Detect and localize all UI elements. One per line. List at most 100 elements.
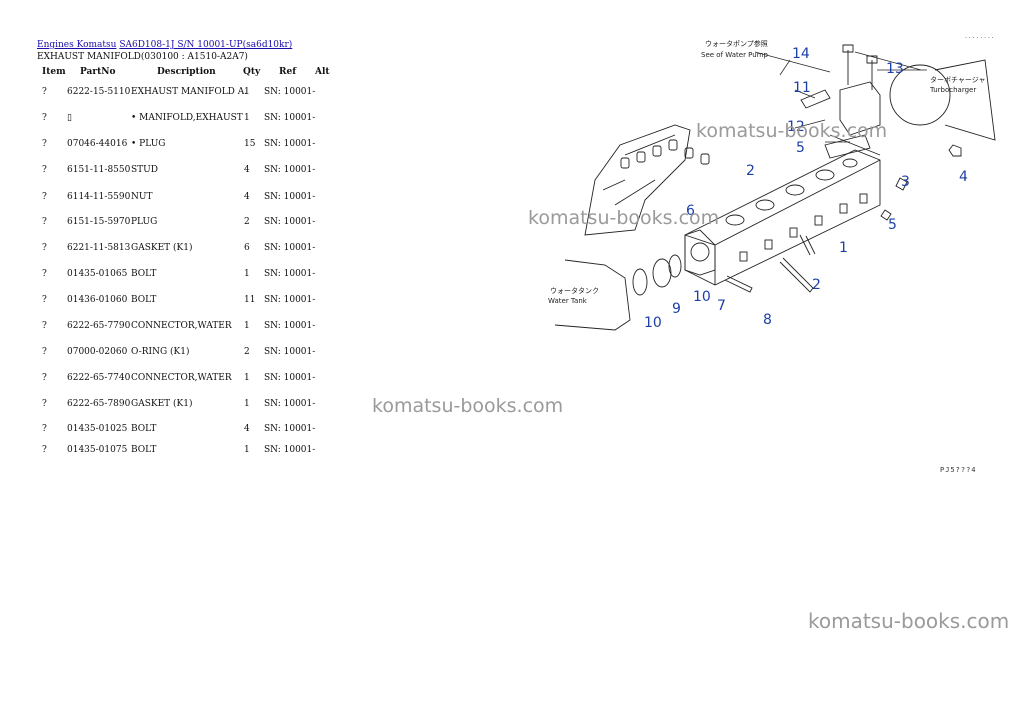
cell-ref: SN: 10001-	[264, 217, 316, 227]
water-pump-note-jp: ウォータポンプ参照	[705, 39, 768, 48]
callout-labels: 14 13 11 12 5 2 4 3 6 5 1 2 10 9 7 10 8	[644, 46, 968, 331]
diagram-code: PJ5???4	[940, 466, 977, 474]
turbo-mount-plate	[839, 81, 881, 136]
cell-description: • PLUG	[131, 139, 166, 149]
cell-partno: 6222-65-7740	[67, 373, 131, 383]
cell-qty: 4	[244, 424, 250, 434]
table-row: ? 01435-01075 BOLT 1 SN: 10001-	[0, 445, 360, 459]
cell-partno: 6114-11-5590	[67, 192, 131, 202]
manifold-ports	[725, 158, 858, 226]
plug-11	[800, 89, 831, 109]
cell-item: ?	[42, 321, 47, 331]
diagram-corner-marks: · · · · · · · ·	[965, 35, 994, 42]
table-row: ? 01435-01065 BOLT 1 SN: 10001-	[0, 269, 360, 283]
callout-label: 1	[839, 240, 848, 256]
cell-item: ?	[42, 347, 47, 357]
bolt	[799, 234, 816, 256]
callout-label: 10	[693, 289, 711, 305]
cell-ref: SN: 10001-	[264, 373, 316, 383]
engine-block-outline	[584, 124, 691, 236]
cell-partno: 6222-15-5110	[67, 87, 131, 97]
water-tank-note: Water Tank	[548, 297, 588, 305]
connector-water	[652, 258, 672, 288]
table-row: ? 07000-02060 O-RING (K1) 2 SN: 10001-	[0, 347, 360, 361]
watermark: komatsu-books.com	[808, 609, 1010, 633]
breadcrumb-link-engines[interactable]: Engines Komatsu	[37, 40, 117, 50]
callout-label: 2	[746, 163, 755, 179]
cell-qty: 4	[244, 165, 250, 175]
cell-ref: SN: 10001-	[264, 113, 316, 123]
callout-label: 11	[793, 80, 811, 96]
cell-partno: 07000-02060	[67, 347, 128, 357]
cell-item: ?	[42, 217, 47, 227]
cell-item: ?	[42, 139, 47, 149]
cell-ref: SN: 10001-	[264, 445, 316, 455]
callout-label: 4	[959, 169, 968, 185]
turbocharger	[889, 64, 951, 126]
plug-right	[880, 209, 892, 221]
table-row: ? ▯ • MANIFOLD,EXHAUST 1 SN: 10001-	[0, 113, 360, 127]
cell-qty: 1	[244, 269, 250, 279]
cell-qty: 15	[244, 139, 256, 149]
callout-label: 13	[886, 61, 904, 77]
parts-diagram: 14 13 11 12 5 2 4 3 6 5 1 2 10 9 7 10 8 …	[548, 35, 996, 331]
water-tank-note-jp: ウォータタンク	[550, 286, 599, 295]
cell-ref: SN: 10001-	[264, 399, 316, 409]
header-partno: PartNo	[80, 67, 116, 77]
header-alt: Alt	[315, 67, 330, 77]
cell-item: ?	[42, 87, 47, 97]
table-row: ? 6151-15-5970 PLUG 2 SN: 10001-	[0, 217, 360, 231]
bolt	[724, 275, 753, 293]
breadcrumb-link-model[interactable]: SA6D108-1J S/N 10001-UP(sa6d10kr)	[119, 40, 293, 50]
table-row: ? 07046-44016 • PLUG 15 SN: 10001-	[0, 139, 360, 153]
cell-ref: SN: 10001-	[264, 269, 316, 279]
stud	[842, 44, 854, 85]
cell-item: ?	[42, 295, 47, 305]
callout-label: 12	[787, 119, 805, 135]
cell-partno: 01435-01065	[67, 269, 128, 279]
header-item: Item	[42, 67, 66, 77]
callout-label: 10	[644, 315, 662, 331]
table-row: ? 01435-01025 BOLT 4 SN: 10001-	[0, 424, 360, 438]
cell-qty: 1	[244, 113, 250, 123]
cell-description: BOLT	[131, 269, 157, 279]
cell-ref: SN: 10001-	[264, 165, 316, 175]
cell-item: ?	[42, 243, 47, 253]
table-row: ? 6222-65-7740 CONNECTOR,WATER 1 SN: 100…	[0, 373, 360, 387]
cell-partno: 6222-65-7890	[67, 399, 131, 409]
water-pump-note: See of Water Pump	[701, 51, 769, 59]
cell-description: GASKET (K1)	[131, 399, 193, 409]
table-row: ? 01436-01060 BOLT 11 SN: 10001-	[0, 295, 360, 309]
cell-qty: 6	[244, 243, 250, 253]
cell-partno: 6151-11-8550	[67, 165, 131, 175]
callout-label: 5	[888, 217, 897, 233]
callout-label: 7	[717, 298, 726, 314]
engine-ports	[620, 139, 710, 169]
table-row: ? 6222-15-5110 EXHAUST MANIFOLD A. 1 SN:…	[0, 87, 360, 101]
water-connector	[684, 229, 716, 276]
cell-qty: 1	[244, 445, 250, 455]
cell-qty: 4	[244, 192, 250, 202]
table-row: ? 6221-11-5813 GASKET (K1) 6 SN: 10001-	[0, 243, 360, 257]
cell-description: CONNECTOR,WATER	[131, 321, 232, 331]
cell-item: ?	[42, 269, 47, 279]
page-subtitle: EXHAUST MANIFOLD(030100 : A1510-A2A7)	[37, 52, 248, 62]
gasket	[824, 134, 871, 159]
cell-description: CONNECTOR,WATER	[131, 373, 232, 383]
cell-item: ?	[42, 165, 47, 175]
bolt	[779, 257, 814, 293]
watermark: komatsu-books.com	[696, 120, 888, 142]
cell-ref: SN: 10001-	[264, 192, 316, 202]
cell-item: ?	[42, 445, 47, 455]
cell-qty: 1	[244, 399, 250, 409]
breadcrumb: Engines Komatsu SA6D108-1J S/N 10001-UP(…	[37, 40, 292, 50]
cell-qty: 2	[244, 217, 250, 227]
cell-qty: 1	[244, 373, 250, 383]
cell-ref: SN: 10001-	[264, 87, 316, 97]
cell-ref: SN: 10001-	[264, 347, 316, 357]
cell-description: BOLT	[131, 295, 157, 305]
cell-ref: SN: 10001-	[264, 243, 316, 253]
cell-description: PLUG	[131, 217, 158, 227]
engine-block-detail	[602, 134, 676, 206]
table-row: ? 6114-11-5590 NUT 4 SN: 10001-	[0, 192, 360, 206]
